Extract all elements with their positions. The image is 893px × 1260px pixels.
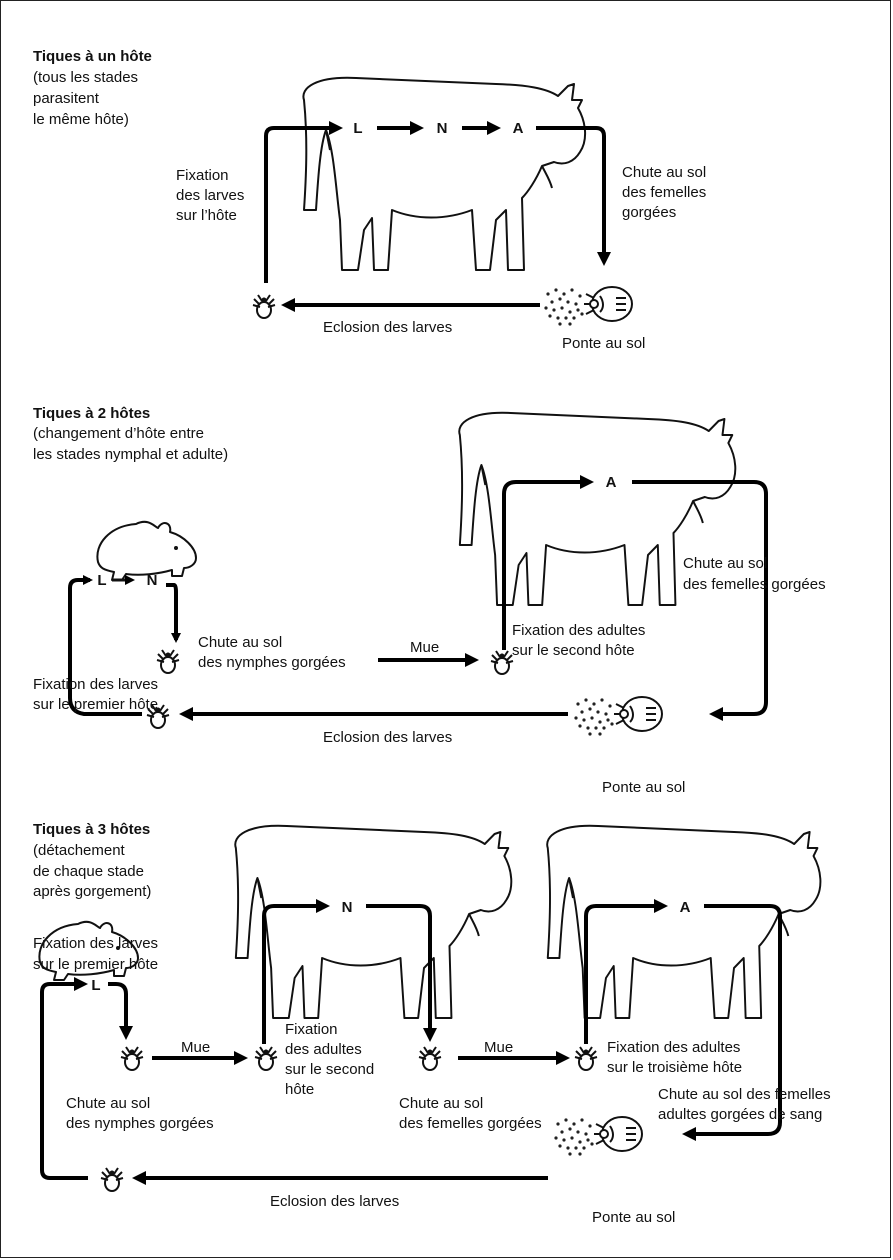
stage-label-nymph: N [437, 120, 448, 137]
label-drop-adults-line2: adultes gorgées de sang [658, 1106, 822, 1123]
label-drop-nymphs-line1: Chute au sol [198, 634, 282, 651]
label-attach-adults-line2: sur le second hôte [512, 642, 635, 659]
section-three-host-subtitle-line3: après gorgement) [33, 883, 151, 900]
label-attach-line2: des larves [176, 187, 244, 204]
label-ponte-two-host: Ponte au sol [602, 779, 685, 796]
section-two-host: Tiques à 2 hôtes (changement d’hôte entr… [33, 405, 826, 796]
label-eclosion: Eclosion des larves [323, 319, 452, 336]
stage-label-larva: L [353, 120, 362, 137]
adult-attach-tick-icon [575, 1047, 597, 1070]
label-eclosion-two-host: Eclosion des larves [323, 729, 452, 746]
section-three-host-subtitle-line2: de chaque stade [33, 863, 144, 880]
label-drop-females-line2: des femelles gorgées [683, 576, 826, 593]
second-host-cattle-illustration-three-host [235, 826, 511, 1018]
label-mue-2: Mue [484, 1039, 513, 1056]
nymph-attach-tick-icon [255, 1047, 277, 1070]
label-attach-larvae-3-line1: Fixation des larves [33, 935, 158, 952]
label-attach-adults-line1: Fixation des adultes [512, 622, 645, 639]
label-drop-line2: des femelles [622, 184, 706, 201]
stage-label-larva-rodent: L [97, 572, 106, 589]
label-ponte: Ponte au sol [562, 335, 645, 352]
engorged-nymph-tick-icon [157, 650, 179, 673]
larva-tick-icon [253, 295, 275, 318]
stage-label-adult-three-host: A [680, 899, 691, 916]
label-attach-larvae-line1: Fixation des larves [33, 676, 158, 693]
label-drop-females-line1: Chute au sol [683, 555, 767, 572]
label-attach-second-line4: hôte [285, 1081, 314, 1098]
label-drop-adults-line1: Chute au sol des femelles [658, 1086, 831, 1103]
larva-tick-icon-three-host [101, 1168, 123, 1191]
label-mue: Mue [410, 639, 439, 656]
label-ponte-three-host: Ponte au sol [592, 1209, 675, 1226]
section-one-host: Tiques à un hôte (tous les stades parasi… [33, 48, 706, 352]
label-drop-nymphs-3-line1: Chute au sol [66, 1095, 150, 1112]
engorged-female-with-eggs-icon-two-host [574, 697, 662, 736]
label-drop-line3: gorgées [622, 204, 676, 221]
label-drop-females-3-line2: des femelles gorgées [399, 1115, 542, 1132]
section-three-host-subtitle-line1: (détachement [33, 842, 126, 859]
section-two-host-title: Tiques à 2 hôtes [33, 405, 150, 422]
cycle-path-one-host [266, 128, 339, 283]
section-one-host-subtitle-line3: le même hôte) [33, 111, 129, 128]
label-attach-second-line3: sur le second [285, 1061, 374, 1078]
label-attach-third-line1: Fixation des adultes [607, 1039, 740, 1056]
label-drop-nymphs-line2: des nymphes gorgées [198, 654, 346, 671]
label-attach-larvae-3-line2: sur le premier hôte [33, 956, 158, 973]
label-attach-line1: Fixation [176, 167, 229, 184]
label-drop-nymphs-3-line2: des nymphes gorgées [66, 1115, 214, 1132]
section-two-host-subtitle-line1: (changement d’hôte entre [33, 425, 204, 442]
label-eclosion-three-host: Eclosion des larves [270, 1193, 399, 1210]
label-attach-line3: sur l’hôte [176, 207, 237, 224]
adult-tick-icon [491, 651, 513, 674]
section-one-host-subtitle-line2: parasitent [33, 90, 100, 107]
label-drop-line1: Chute au sol [622, 164, 706, 181]
section-one-host-subtitle-line1: (tous les stades [33, 69, 138, 86]
label-attach-larvae-line2: sur le premier hôte [33, 696, 158, 713]
host-cattle-illustration [303, 78, 585, 270]
stage-label-adult: A [513, 120, 524, 137]
label-drop-females-3-line1: Chute au sol [399, 1095, 483, 1112]
stage-label-larva-three-host: L [91, 977, 100, 994]
section-three-host: Tiques à 3 hôtes (détachement de chaque … [33, 821, 831, 1226]
engorged-female-with-eggs-icon [544, 287, 632, 326]
label-attach-second-line2: des adultes [285, 1041, 362, 1058]
section-two-host-subtitle-line2: les stades nymphal et adulte) [33, 446, 228, 463]
section-three-host-title: Tiques à 3 hôtes [33, 821, 150, 838]
stage-label-adult-cattle: A [606, 474, 617, 491]
section-one-host-title: Tiques à un hôte [33, 48, 152, 65]
stage-label-nymph-rodent: N [147, 572, 158, 589]
engorged-female-with-eggs-icon-three-host [554, 1117, 642, 1156]
label-attach-third-line2: sur le troisième hôte [607, 1059, 742, 1076]
label-attach-second-line1: Fixation [285, 1021, 338, 1038]
label-mue-1: Mue [181, 1039, 210, 1056]
stage-label-nymph-three-host: N [342, 899, 353, 916]
engorged-nymph-tick-icon-three-host [121, 1047, 143, 1070]
engorged-female-tick-icon [419, 1047, 441, 1070]
